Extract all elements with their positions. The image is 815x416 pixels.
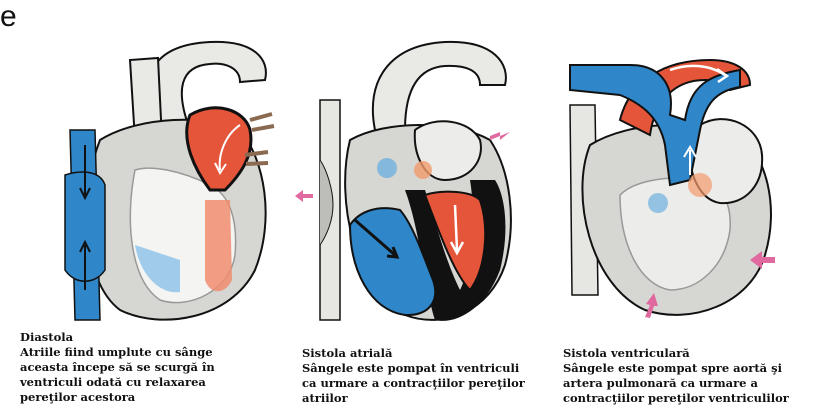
atrial-systole-heart-illustration: [295, 20, 520, 330]
caption-title: Diastola: [20, 330, 215, 345]
caption-line: contracţiilor pereţilor ventriculilor: [563, 391, 789, 406]
caption-line: pereţilor acestora: [20, 390, 215, 405]
caption-line: artera pulmonară ca urmare a: [563, 376, 789, 391]
ventricular-systole-heart-illustration: [550, 25, 795, 325]
ventricular-systole-caption: Sistola ventriculară Sângele este pompat…: [563, 346, 789, 406]
diastole-caption: Diastola Atriile fiind umplute cu sânge …: [20, 330, 215, 405]
caption-line: atriilor: [302, 391, 525, 406]
corner-letter: e: [0, 2, 17, 32]
caption-line: ca urmare a contracţiilor pereţilor: [302, 376, 525, 391]
caption-line: aceasta începe să se scurgă în: [20, 360, 215, 375]
caption-line: ventriculi odată cu relaxarea: [20, 375, 215, 390]
caption-title: Sistola atrială: [302, 346, 525, 361]
caption-title: Sistola ventriculară: [563, 346, 789, 361]
contraction-arrow: [295, 190, 313, 202]
atrial-systole-caption: Sistola atrială Sângele este pompat în v…: [302, 346, 525, 406]
caption-line: Sângele este pompat spre aortă şi: [563, 361, 789, 376]
diastole-heart-illustration: [40, 20, 290, 325]
contraction-arrow: [490, 132, 510, 140]
caption-line: Sângele este pompat în ventriculi: [302, 361, 525, 376]
caption-line: Atriile fiind umplute cu sânge: [20, 345, 215, 360]
